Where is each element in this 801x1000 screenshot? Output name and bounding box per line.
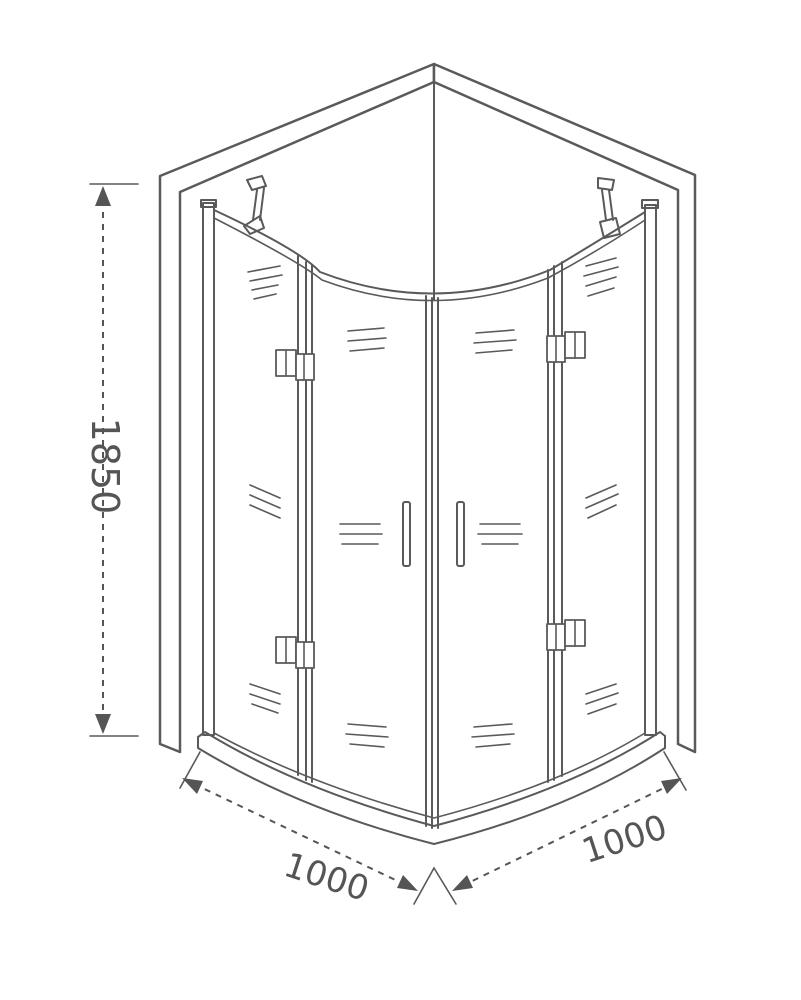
door-handles — [402, 501, 465, 567]
width-right-dim-line — [461, 783, 673, 887]
left-profile-cap — [200, 199, 217, 208]
door-handle-left — [402, 501, 411, 567]
width-left-dim-line — [193, 783, 409, 887]
left-wall-profile — [202, 202, 215, 736]
reflection-panel-1-mid — [249, 484, 281, 519]
reflection-panel-3-mid — [477, 523, 523, 545]
reflection-panel-2-top — [347, 327, 387, 352]
ceiling-support-left — [243, 175, 267, 235]
top-rail-curve-inner — [213, 217, 646, 302]
height-arrow-bottom — [95, 714, 111, 734]
reflection-panel-4-mid — [585, 484, 619, 519]
corner-walls — [158, 62, 697, 754]
width-left-ext-line-b — [413, 867, 435, 905]
tray-front-face — [197, 735, 666, 845]
height-dimension-label: 1850 — [83, 418, 127, 515]
hinge-left-bottom — [275, 636, 315, 669]
height-dimension: 1850 — [83, 183, 139, 737]
shower-tray — [197, 731, 666, 845]
hinge-right-top — [546, 331, 586, 363]
width-right-ext-line-b — [433, 867, 457, 905]
width-right-dimension-label: 1000 — [577, 807, 672, 872]
reflection-panel-2-bottom — [345, 723, 389, 748]
width-right-arrow-start — [452, 875, 473, 891]
reflection-panel-1-bottom — [249, 683, 281, 714]
wall-profiles — [200, 199, 659, 736]
ceiling-support-right — [597, 177, 621, 239]
hinge-right-bottom — [546, 619, 586, 651]
width-left-arrow-end — [397, 875, 418, 891]
width-left-dimension-label: 1000 — [279, 845, 374, 910]
width-right-arrow-end — [661, 778, 682, 794]
width-right-ext-line-a — [663, 751, 687, 791]
door-panels — [297, 254, 563, 829]
hinges — [275, 331, 586, 669]
right-wall-profile — [644, 204, 657, 736]
width-left-arrow-start — [182, 778, 203, 794]
reflection-panel-3-top — [473, 329, 517, 354]
reflection-panel-4-bottom — [585, 683, 619, 715]
door-handle-right — [456, 501, 465, 567]
reflection-panel-2-mid — [339, 523, 383, 545]
height-arrow-top — [95, 186, 111, 206]
reflection-panel-4-top — [583, 257, 619, 297]
reflection-panel-3-bottom — [471, 723, 515, 748]
reflection-panel-1-top — [247, 265, 283, 300]
glass-reflections — [247, 257, 619, 748]
hinge-left-top — [275, 349, 315, 381]
tray-top-edge — [197, 731, 666, 827]
width-right-dimension: 1000 — [433, 751, 687, 905]
right-profile-cap — [641, 199, 659, 209]
tray-inner-edge — [213, 732, 646, 819]
top-rail — [213, 209, 646, 302]
width-left-ext-line-a — [179, 751, 201, 789]
top-rail-curve — [213, 209, 646, 295]
